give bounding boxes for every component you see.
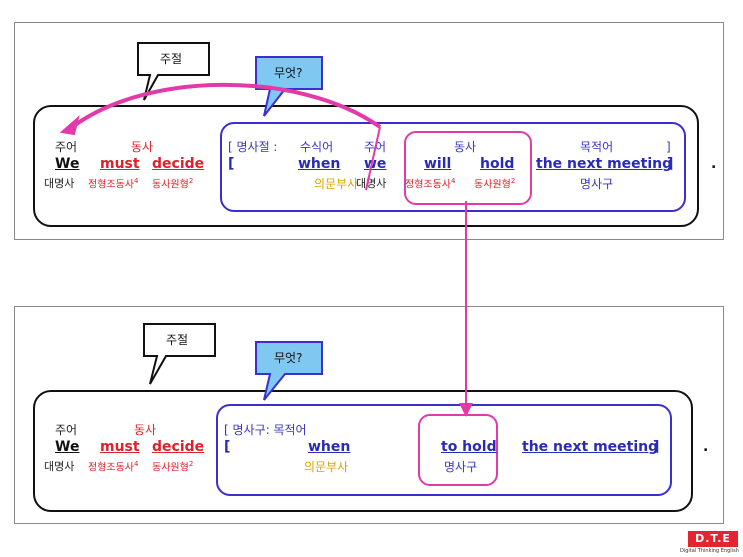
top-verb-label: 동사 (131, 140, 154, 154)
top-main-clause-callout (137, 42, 210, 101)
top-what-callout-text: 무엇? (274, 66, 303, 80)
bottom-phrase-open-bracket: [ (224, 439, 231, 455)
top-clause-bracket-label: [ 명사절 : (228, 140, 278, 154)
top-word-when: when (298, 156, 341, 172)
top-word-we-clause: we (364, 156, 387, 172)
bottom-word-we: We (55, 439, 80, 455)
subject-link-arc-start (59, 115, 80, 136)
top-subject-label: 주어 (55, 140, 78, 154)
top-word-we: We (55, 156, 80, 172)
top-pos-pronoun: 대명사 (44, 177, 75, 190)
bottom-subject-label: 주어 (55, 423, 78, 437)
bottom-verb-label: 동사 (134, 423, 157, 437)
bottom-pos-base: 동사원형2 (152, 460, 194, 474)
bottom-sentence-box (33, 390, 693, 512)
top-pos-base: 동사원형2 (152, 177, 194, 191)
top-what-callout (255, 56, 323, 117)
bottom-word-when: when (308, 439, 351, 455)
top-word-will: will (424, 156, 452, 172)
top-clause-object-label: 목적어 (580, 140, 614, 154)
top-verb-group-box (404, 131, 532, 205)
dte-logo-subtitle: Digital Thinking English (680, 548, 739, 554)
bottom-main-clause-callout-text: 주절 (166, 333, 189, 347)
bottom-what-callout-text: 무엇? (274, 351, 303, 365)
top-clause-close-label: ] (666, 140, 671, 154)
top-clause-verb-label: 동사 (454, 140, 477, 154)
top-word-decide: decide (152, 156, 205, 172)
bottom-word-must: must (100, 439, 140, 455)
bottom-word-object: the next meeting (522, 439, 659, 455)
top-word-must: must (100, 156, 140, 172)
top-clause-modifier-label: 수식어 (300, 140, 334, 154)
top-main-clause-callout-text: 주절 (160, 52, 183, 66)
bottom-what-callout (255, 341, 323, 401)
bottom-main-clause-callout (143, 323, 216, 385)
bottom-phrase-bracket-label: [ 명사구: 목적어 (224, 423, 307, 437)
bottom-word-decide: decide (152, 439, 205, 455)
top-pos-interrogative-adverb: 의문부사 (314, 177, 359, 191)
bottom-period: . (703, 439, 709, 455)
top-clause-close-bracket: ] (667, 156, 674, 172)
subject-link-arc (64, 82, 382, 134)
top-sentence-box (33, 105, 699, 227)
top-pos-modal: 정형조동사4 (88, 177, 139, 191)
top-word-object: the next meeting (536, 156, 673, 172)
bottom-pos-interrogative-adverb: 의문부사 (304, 460, 349, 474)
top-clause-open-bracket: [ (228, 156, 235, 172)
top-period: . (711, 156, 717, 172)
bottom-pos-modal: 정형조동사4 (88, 460, 139, 474)
subject-link-arc-end (365, 126, 381, 191)
bottom-noun-phrase-box (216, 404, 672, 496)
top-clause-pos-modal: 정형조동사4 (405, 177, 456, 191)
bottom-to-hold-box (418, 414, 498, 486)
top-noun-clause-box (220, 122, 686, 212)
bottom-pos-pronoun: 대명사 (44, 460, 75, 473)
top-clause-pos-base: 동사원형2 (474, 177, 516, 191)
top-pos-noun-phrase: 명사구 (580, 177, 614, 191)
top-clause-pos-pronoun: 대명사 (356, 177, 387, 190)
bottom-phrase-close-bracket: ] (653, 439, 660, 455)
top-word-hold: hold (480, 156, 515, 172)
bottom-pos-noun-phrase: 명사구 (444, 460, 478, 474)
dte-logo: D.T.E (688, 531, 738, 547)
bottom-word-to-hold: to hold (441, 439, 497, 455)
